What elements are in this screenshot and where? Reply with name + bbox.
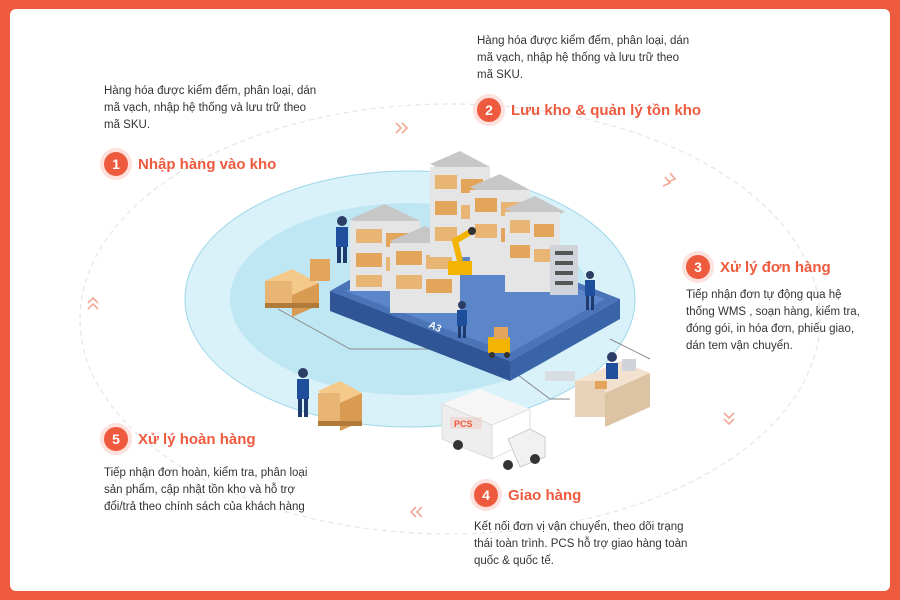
infographic-frame: A3 — [10, 9, 890, 591]
inbound-pallets — [265, 259, 330, 317]
worker-inbound — [336, 216, 348, 263]
step-5-number-badge: 5 — [104, 427, 128, 451]
step-1-header: 1 Nhập hàng vào kho — [104, 152, 319, 176]
step-3: 3 Xử lý đơn hàng Tiếp nhận đơn tự động q… — [686, 255, 876, 355]
returns-pallets — [318, 381, 362, 431]
arrow-chevron-left — [87, 296, 99, 310]
step-5-header: 5 Xử lý hoàn hàng — [104, 427, 319, 451]
step-5-title: Xử lý hoàn hàng — [138, 430, 256, 448]
step-4: 4 Giao hàng Kết nối đơn vị vận chuyển, t… — [474, 483, 704, 570]
step-1-title: Nhập hàng vào kho — [138, 155, 277, 173]
arrow-chevron-top — [395, 122, 409, 134]
server-rack — [550, 245, 578, 295]
shelving-back — [430, 151, 565, 292]
step-2-description: Hàng hóa được kiểm đếm, phân loại, dán m… — [477, 35, 690, 81]
arrow-chevron-bottom — [409, 506, 423, 518]
worker-returns — [297, 368, 309, 417]
step-3-title: Xử lý đơn hàng — [720, 258, 831, 276]
step-3-number-badge: 3 — [686, 255, 710, 279]
truck-logo: PCS — [454, 419, 473, 429]
step-4-title: Giao hàng — [508, 486, 582, 504]
step-2-title: Lưu kho & quản lý tồn kho — [511, 101, 702, 119]
step-4-header: 4 Giao hàng — [474, 483, 704, 507]
worker-rack — [585, 271, 595, 310]
flow-arrows — [87, 122, 735, 518]
worker-picker — [457, 301, 467, 338]
parcel-scale — [545, 371, 575, 381]
step-2-number-badge: 2 — [477, 98, 501, 122]
arrow-chevron-right-top — [662, 172, 677, 187]
flow-path — [79, 103, 821, 535]
zone-label: A3 — [427, 320, 444, 336]
forklift — [488, 327, 510, 358]
packing-desk — [575, 352, 650, 427]
warehouse-illustration: A3 — [79, 103, 821, 535]
shelving-left — [350, 204, 460, 313]
step-5: 5 Xử lý hoàn hàng Tiếp nhận đơn hoàn, ki… — [104, 427, 319, 516]
step-1-description: Hàng hóa được kiểm đếm, phân loại, dán m… — [104, 85, 317, 131]
step-2-header: 2 Lưu kho & quản lý tồn kho — [477, 98, 717, 122]
step-1: Hàng hóa được kiểm đếm, phân loại, dán m… — [104, 83, 319, 176]
step-3-header: 3 Xử lý đơn hàng — [686, 255, 876, 279]
step-1-number-badge: 1 — [104, 152, 128, 176]
delivery-truck: PCS — [441, 389, 546, 470]
platform-side-right — [510, 299, 620, 381]
step-2: Hàng hóa được kiểm đếm, phân loại, dán m… — [477, 33, 717, 122]
step-3-description: Tiếp nhận đơn tự động qua hệ thống WMS ,… — [686, 289, 860, 352]
step-4-number-badge: 4 — [474, 483, 498, 507]
step-5-description: Tiếp nhận đơn hoàn, kiểm tra, phân loại … — [104, 467, 308, 513]
robot-arm — [448, 227, 476, 275]
platform-side-left — [330, 291, 510, 381]
step-4-description: Kết nối đơn vị vận chuyển, theo dõi trạn… — [474, 521, 688, 567]
arrow-chevron-right — [723, 412, 735, 426]
